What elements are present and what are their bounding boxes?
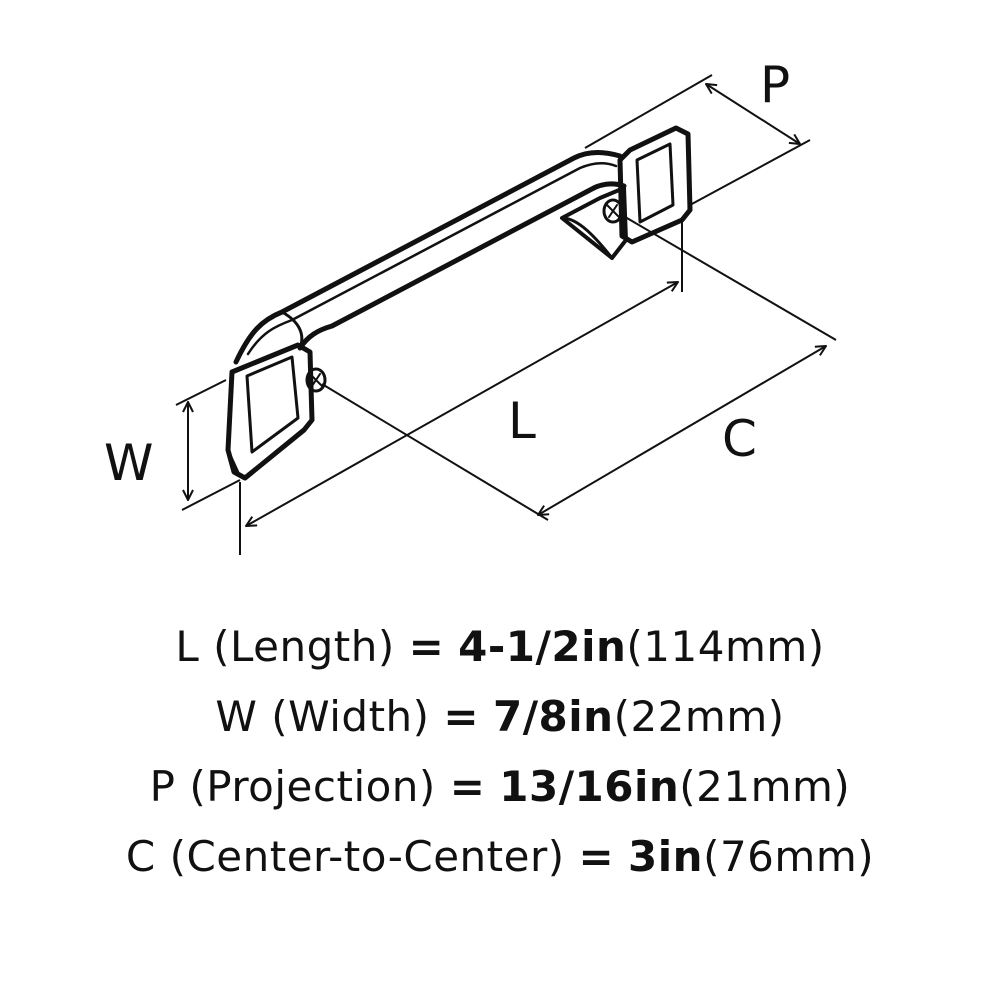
spec-equals: = [443,692,480,741]
spec-name: (Width) [271,692,430,741]
w-extension-line-bottom [181,479,241,511]
l-label: L [508,392,536,450]
c-dimension-arrow [538,346,826,515]
handle-dimension-diagram: P W L C [104,56,837,555]
right-screw-icon [602,198,624,224]
w-label: W [104,434,153,492]
grip-bar-lower-edge [297,181,627,351]
right-leg-underside [560,186,628,260]
spec-letter: P [149,762,176,811]
spec-equals: = [578,832,615,881]
w-extension-line-top [175,379,227,406]
spec-name: (Center-to-Center) [169,832,565,881]
spec-length: L (Length) = 4-1/2in(114mm) [0,612,1000,682]
specifications-list: L (Length) = 4-1/2in(114mm) W (Width) = … [0,612,1000,892]
p-dimension-arrow [706,84,800,144]
spec-name: (Length) [213,622,395,671]
grip-bar-top [233,150,623,365]
dimension-lines [175,74,837,555]
c-extension-line-left [321,383,549,521]
left-plate-recess [245,355,300,454]
spec-metric: (76mm) [703,832,875,881]
spec-metric: (21mm) [679,762,851,811]
l-dimension-arrow [246,282,678,526]
cabinet-pull-handle [225,125,693,481]
spec-metric: (22mm) [613,692,785,741]
right-mounting-plate [617,125,693,245]
spec-imperial: 7/8in [492,692,614,741]
p-extension-line-top [584,74,713,149]
spec-imperial: 13/16in [499,762,680,811]
spec-equals: = [408,622,445,671]
spec-width: W (Width) = 7/8in(22mm) [0,682,1000,752]
p-label: P [760,56,790,114]
spec-metric: (114mm) [626,622,825,671]
c-label: C [722,410,757,468]
spec-imperial: 4-1/2in [458,622,627,671]
c-extension-line-right [619,213,837,341]
spec-letter: W [215,692,258,741]
spec-center-to-center: C (Center-to-Center) = 3in(76mm) [0,822,1000,892]
spec-projection: P (Projection) = 13/16in(21mm) [0,752,1000,822]
spec-imperial: 3in [628,832,704,881]
right-plate-recess [635,142,675,224]
p-extension-line-bottom [689,139,811,206]
spec-name: (Projection) [189,762,436,811]
spec-letter: L [175,622,200,671]
spec-equals: = [449,762,486,811]
spec-letter: C [125,832,156,881]
